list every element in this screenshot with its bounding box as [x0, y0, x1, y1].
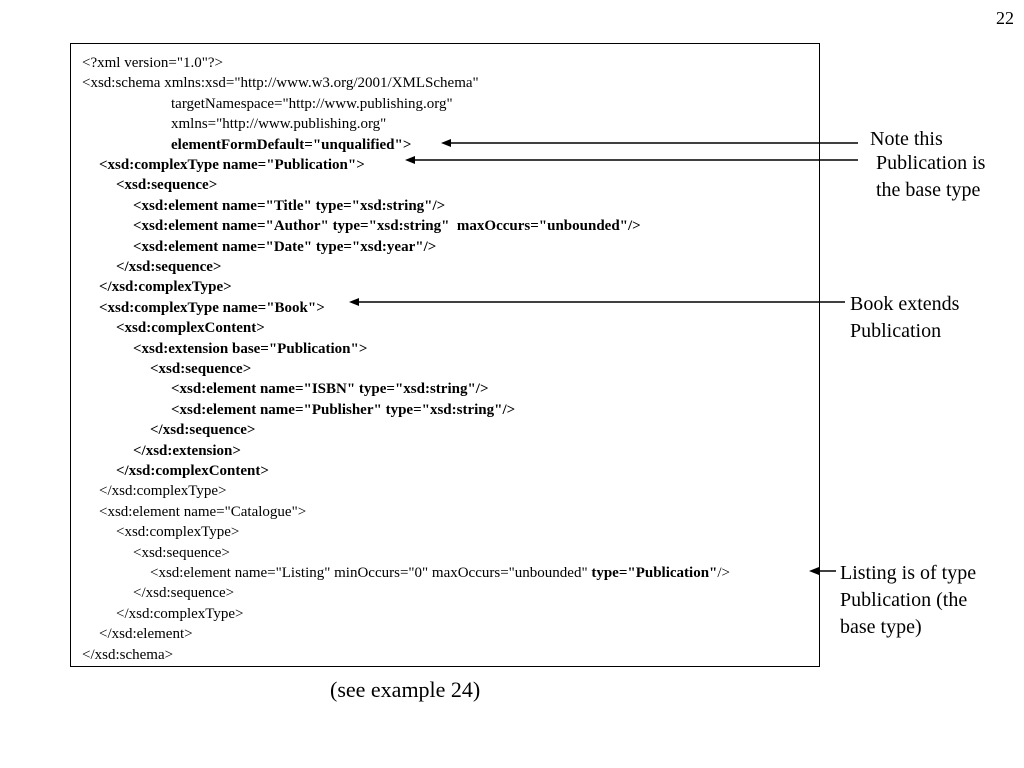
code-segment: <xsd:element name="Catalogue"> [99, 503, 307, 520]
code-segment: targetNamespace="http://www.publishing.o… [171, 95, 453, 112]
code-line: <xsd:complexType name="Publication"> [99, 155, 365, 175]
code-segment: <xsd:element name="Title" type="xsd:stri… [133, 197, 446, 214]
code-line: </xsd:sequence> [133, 583, 234, 603]
code-line: <?xml version="1.0"?> [82, 53, 223, 73]
code-line: <xsd:element name="Listing" minOccurs="0… [150, 563, 730, 583]
code-line: <xsd:element name="Catalogue"> [99, 502, 306, 522]
code-segment: <xsd:sequence> [133, 544, 230, 561]
code-line: </xsd:extension> [133, 441, 241, 461]
code-segment: <xsd:complexContent> [116, 320, 265, 337]
code-line: </xsd:complexType> [99, 277, 232, 297]
code-segment: <xsd:sequence> [150, 361, 252, 377]
code-segment: /> [717, 565, 731, 581]
listing-type-note-line-1: Listing is of type [840, 562, 977, 584]
code-line: </xsd:sequence> [150, 420, 255, 440]
code-segment: <xsd:element name="ISBN" type="xsd:strin… [171, 381, 489, 398]
publication-base-note-line-1: Publication is [876, 152, 986, 174]
code-line: <xsd:element name="Date" type="xsd:year"… [133, 237, 436, 257]
code-line: </xsd:schema> [82, 645, 173, 665]
code-segment: <xsd:element name="Date" type="xsd:year"… [133, 238, 437, 255]
book-extends-note-line-1: Book extends [850, 293, 960, 315]
code-segment: </xsd:sequence> [133, 585, 235, 602]
code-line: </xsd:sequence> [116, 257, 221, 277]
see-example-caption: (see example 24) [330, 677, 481, 702]
code-line: <xsd:complexType name="Book"> [99, 298, 325, 318]
code-line: <xsd:element name="ISBN" type="xsd:strin… [171, 379, 489, 399]
code-line: <xsd:complexContent> [116, 318, 265, 338]
book-extends-note-line-2: Publication [850, 320, 942, 342]
publication-base-note: Publication is the base type [876, 150, 985, 204]
code-segment: <xsd:complexType> [116, 524, 240, 541]
code-segment: </xsd:complexType> [99, 279, 232, 296]
listing-type-note-line-2: Publication (the [840, 589, 968, 611]
code-line: <xsd:element name="Title" type="xsd:stri… [133, 196, 445, 216]
code-segment: xmlns="http://www.publishing.org" [171, 116, 387, 133]
code-segment: </xsd:schema> [82, 646, 174, 663]
code-line: xmlns="http://www.publishing.org" [171, 114, 386, 134]
listing-type-note-line-3: base type) [840, 616, 922, 638]
code-segment: <?xml version="1.0"?> [82, 55, 223, 71]
code-line: <xsd:schema xmlns:xsd="http://www.w3.org… [82, 73, 479, 93]
code-segment: <xsd:complexType name="Publication"> [99, 157, 365, 173]
code-segment: <xsd:element name="Listing" minOccurs="0… [150, 565, 592, 581]
code-line: <xsd:extension base="Publication"> [133, 339, 367, 359]
code-line: <xsd:sequence> [150, 359, 251, 379]
code-line: <xsd:element name="Publisher" type="xsd:… [171, 400, 515, 420]
code-segment: </xsd:element> [99, 626, 193, 643]
code-segment: </xsd:complexType> [116, 605, 244, 622]
code-segment: <xsd:element name="Publisher" type="xsd:… [171, 401, 516, 418]
xsd-code-box: <?xml version="1.0"?> <xsd:schema xmlns:x… [70, 43, 820, 667]
code-line: <xsd:complexType> [116, 522, 239, 542]
code-segment: </xsd:sequence> [150, 422, 256, 439]
listing-type-note: Listing is of type Publication (the base… [840, 560, 976, 641]
code-segment: <xsd:extension base="Publication"> [133, 340, 368, 357]
code-segment: type="Publication" [591, 565, 718, 581]
code-line: <xsd:sequence> [116, 175, 217, 195]
code-line: elementFormDefault="unqualified"> [171, 135, 411, 155]
code-segment: </xsd:extension> [133, 442, 241, 459]
code-segment: <xsd:sequence> [116, 177, 218, 194]
publication-base-note-line-2: the base type [876, 179, 981, 201]
code-line: </xsd:element> [99, 624, 193, 644]
code-segment: <xsd:schema xmlns:xsd="http://www.w3.org… [82, 75, 479, 92]
code-segment: elementFormDefault="unqualified"> [171, 136, 412, 153]
code-line: <xsd:element name="Author" type="xsd:str… [133, 216, 641, 236]
code-line: </xsd:complexType> [99, 481, 227, 501]
slide-number: 22 [996, 8, 1014, 28]
code-line: </xsd:complexType> [116, 604, 244, 624]
code-segment: <xsd:complexType name="Book"> [99, 299, 325, 316]
code-segment: <xsd:element name="Author" type="xsd:str… [133, 218, 641, 235]
book-extends-note: Book extends Publication [850, 291, 959, 345]
code-segment: </xsd:complexType> [99, 483, 227, 500]
note-this-label: Note this [870, 128, 943, 150]
code-line: <xsd:sequence> [133, 543, 230, 563]
code-segment: </xsd:sequence> [116, 259, 222, 275]
code-segment: </xsd:complexContent> [116, 463, 269, 479]
code-line: targetNamespace="http://www.publishing.o… [171, 94, 453, 114]
code-line: </xsd:complexContent> [116, 461, 269, 481]
